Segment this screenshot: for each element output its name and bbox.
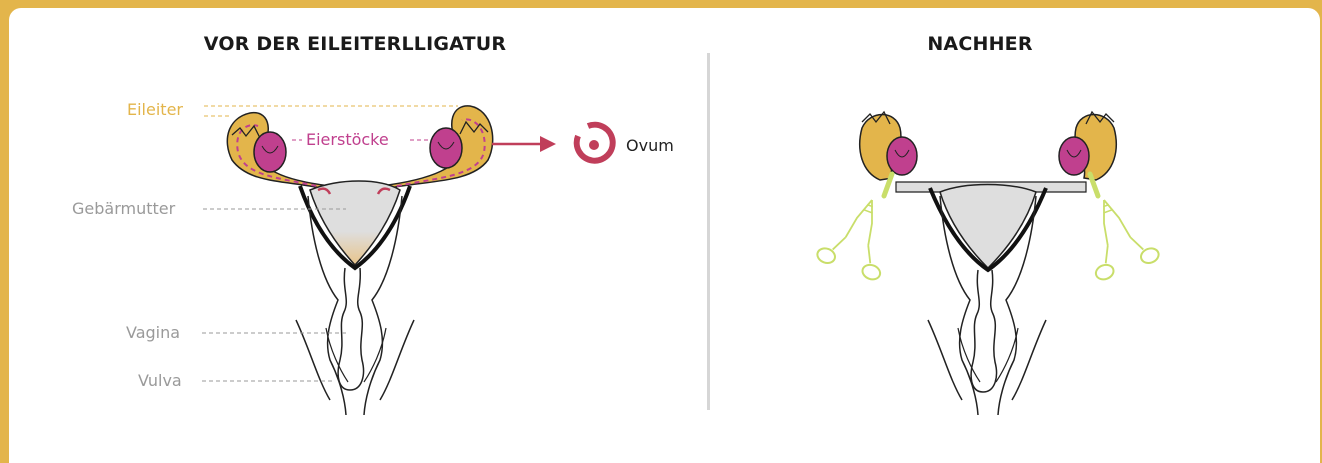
label-fallopian-tube: Eileiter <box>127 100 183 119</box>
label-uterus: Gebärmutter <box>72 199 175 218</box>
uterus <box>310 181 400 265</box>
left-ovary <box>254 132 286 172</box>
label-ovaries: Eierstöcke <box>306 130 389 149</box>
arrow-right-icon <box>492 136 556 152</box>
label-vulva: Vulva <box>138 371 182 390</box>
before-anatomy <box>227 106 492 415</box>
right-ovary <box>430 128 462 168</box>
forceps-icon <box>1073 189 1161 282</box>
forceps-icon <box>815 189 903 282</box>
ovum-icon <box>577 125 613 161</box>
label-ovum: Ovum <box>626 136 674 155</box>
label-vagina: Vagina <box>126 323 180 342</box>
after-anatomy <box>860 112 1117 415</box>
